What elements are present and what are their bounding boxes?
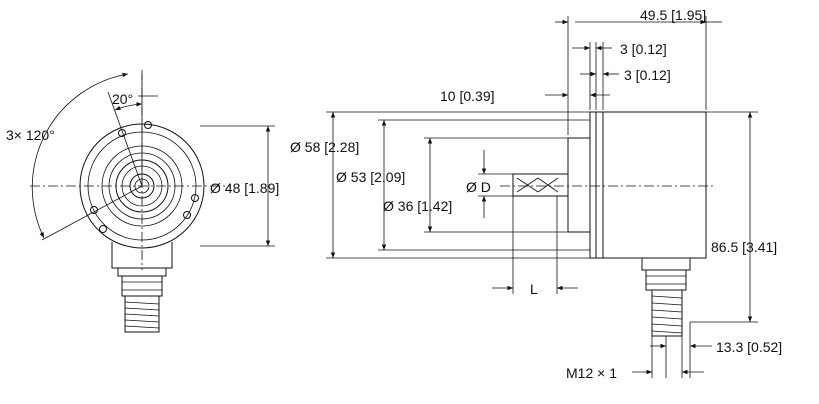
flange-3b-label: 3 [0.12] (624, 67, 671, 83)
diameter-36-label: Ø 36 [1.42] (383, 198, 452, 214)
shaft-length-label: L (530, 281, 538, 297)
offset-10-label: 10 [0.39] (440, 88, 495, 104)
connector-offset-label: 13.3 [0.52] (716, 339, 782, 355)
angle-120-label: 3× 120° (6, 127, 55, 143)
height-86-5-label: 86.5 [3.41] (711, 239, 777, 255)
diameter-53-label: Ø 53 [2.09] (336, 169, 405, 185)
connector-thread-label: M12 × 1 (566, 365, 617, 381)
shaft-diameter-label: Ø D (466, 179, 491, 195)
front-view (30, 70, 275, 333)
flange-3a-label: 3 [0.12] (620, 41, 667, 57)
length-49-5-label: 49.5 [1.95] (640, 7, 706, 23)
angle-20-label: 20° (112, 91, 133, 107)
diameter-48-label: Ø 48 [1.89] (210, 180, 279, 196)
diameter-58-label: Ø 58 [2.28] (290, 139, 359, 155)
side-view (326, 16, 758, 378)
